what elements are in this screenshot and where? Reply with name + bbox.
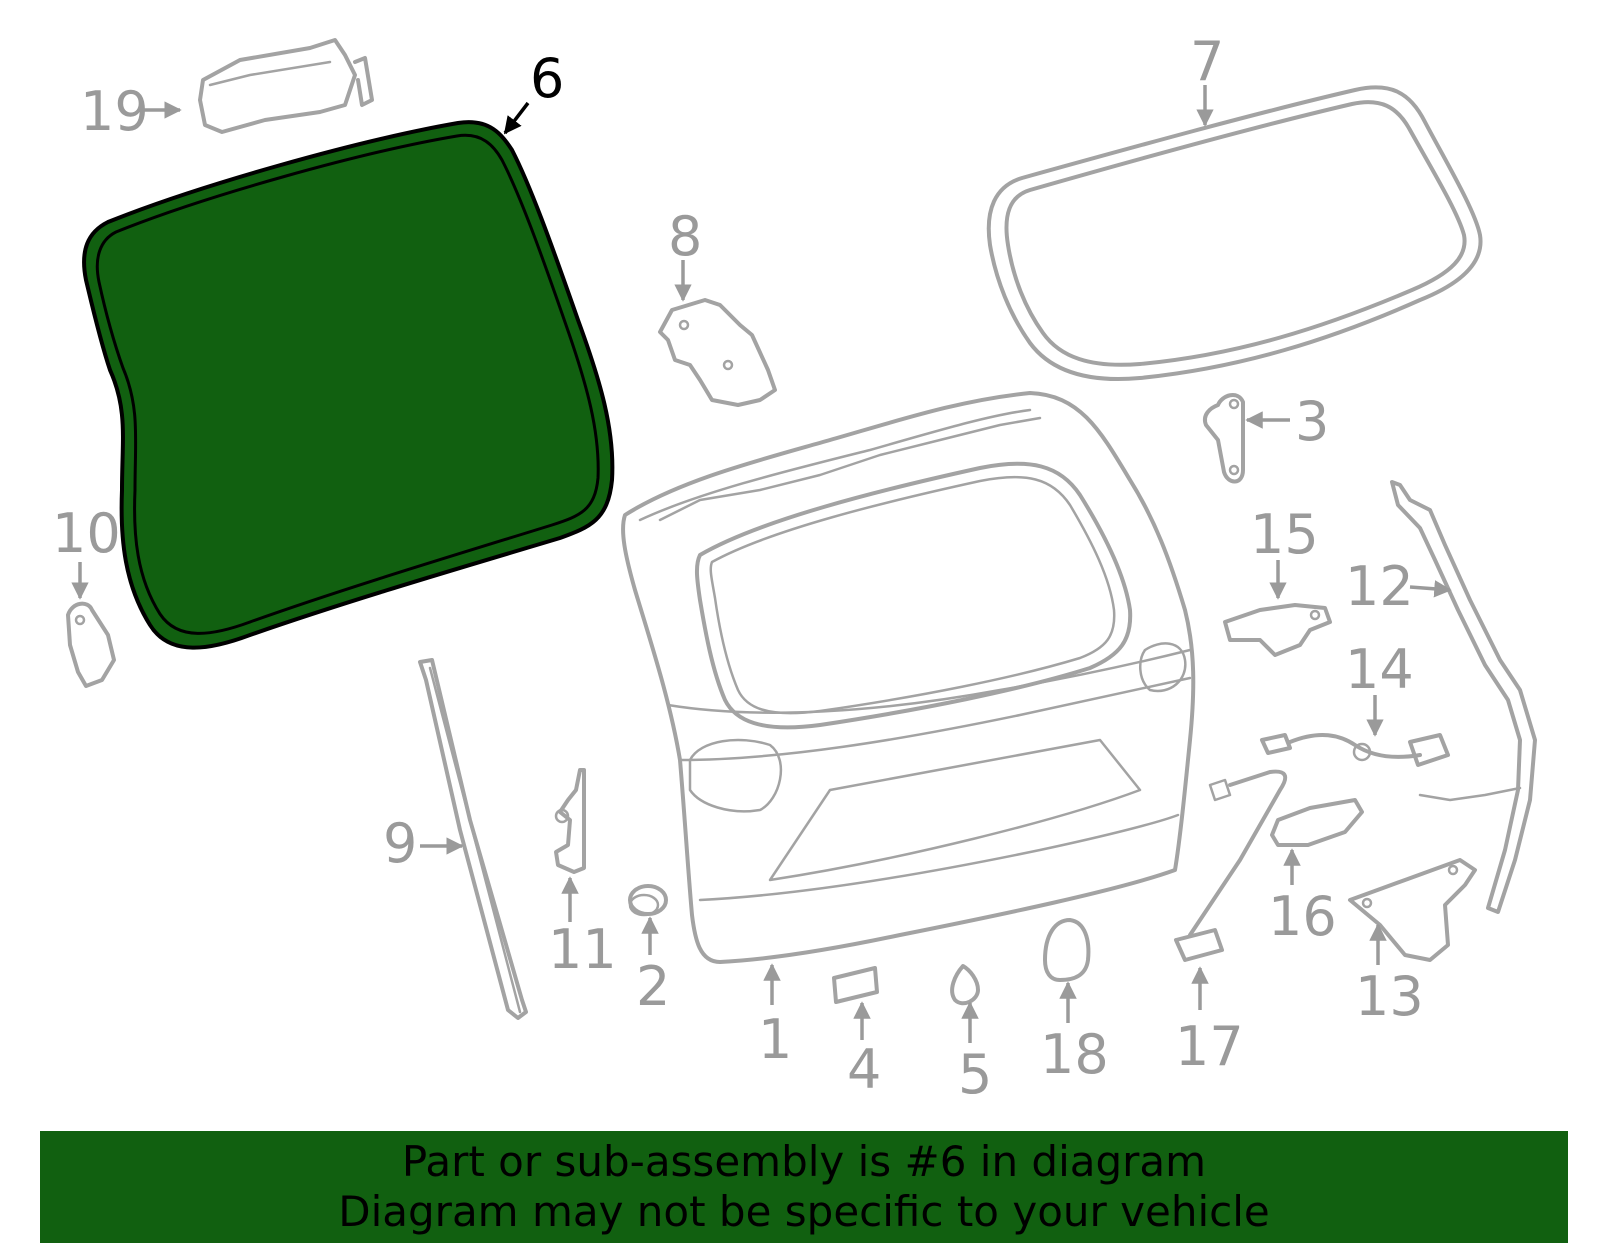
- part-2-bumper[interactable]: [628, 884, 668, 917]
- part-10-bracket[interactable]: [66, 601, 116, 688]
- part-17-switch[interactable]: [1174, 769, 1288, 962]
- svg-text:4: 4: [847, 1038, 881, 1101]
- svg-text:7: 7: [1190, 30, 1224, 93]
- callout-8[interactable]: 8: [668, 205, 702, 302]
- svg-text:17: 17: [1175, 1015, 1244, 1078]
- part-6-weatherstrip[interactable]: [82, 120, 615, 650]
- callout-1[interactable]: 1: [758, 963, 792, 1071]
- part-9-strut[interactable]: [418, 658, 528, 1020]
- info-banner: Part or sub-assembly is #6 in diagram Di…: [40, 1131, 1568, 1243]
- callout-12[interactable]: 12: [1345, 555, 1452, 618]
- callout-13[interactable]: 13: [1355, 923, 1424, 1028]
- svg-text:5: 5: [958, 1043, 992, 1106]
- part-5-clip[interactable]: [950, 964, 980, 1006]
- banner-line-1: Part or sub-assembly is #6 in diagram: [401, 1137, 1207, 1186]
- part-13-latch[interactable]: [1348, 858, 1477, 962]
- callout-3[interactable]: 3: [1245, 390, 1329, 453]
- svg-text:11: 11: [548, 918, 617, 981]
- callout-9[interactable]: 9: [383, 812, 464, 875]
- part-1-liftgate[interactable]: [621, 391, 1196, 964]
- part-19-module[interactable]: [198, 38, 374, 134]
- callout-4[interactable]: 4: [847, 1001, 881, 1101]
- svg-text:18: 18: [1040, 1023, 1109, 1086]
- svg-text:15: 15: [1250, 503, 1319, 566]
- part-18-bulb[interactable]: [1043, 918, 1091, 982]
- svg-text:6: 6: [530, 47, 564, 110]
- svg-text:2: 2: [636, 955, 670, 1018]
- callout-2[interactable]: 2: [636, 916, 670, 1018]
- svg-text:3: 3: [1295, 390, 1329, 453]
- callouts: 6 19 7 8 3 10 15 12: [52, 30, 1452, 1106]
- callout-19[interactable]: 19: [80, 80, 182, 143]
- svg-text:10: 10: [52, 502, 121, 565]
- callout-14[interactable]: 14: [1345, 638, 1414, 737]
- part-8-hinge[interactable]: [658, 298, 777, 407]
- banner-line-2: Diagram may not be specific to your vehi…: [338, 1187, 1270, 1236]
- svg-text:13: 13: [1355, 965, 1424, 1028]
- callout-10[interactable]: 10: [52, 502, 121, 600]
- callout-17[interactable]: 17: [1175, 966, 1244, 1078]
- svg-text:14: 14: [1345, 638, 1414, 701]
- svg-text:1: 1: [758, 1008, 792, 1071]
- callout-16[interactable]: 16: [1268, 848, 1337, 948]
- callout-5[interactable]: 5: [958, 1001, 992, 1106]
- callout-6[interactable]: 6: [503, 47, 564, 135]
- callout-15[interactable]: 15: [1250, 503, 1319, 600]
- callout-11[interactable]: 11: [548, 876, 617, 981]
- svg-text:16: 16: [1268, 885, 1337, 948]
- callout-7[interactable]: 7: [1190, 30, 1224, 127]
- part-14-harness[interactable]: [1260, 733, 1450, 767]
- part-3-bracket[interactable]: [1203, 393, 1245, 484]
- part-4-plate[interactable]: [832, 966, 879, 1004]
- svg-text:12: 12: [1345, 555, 1414, 618]
- svg-text:8: 8: [668, 205, 702, 268]
- callout-18[interactable]: 18: [1040, 981, 1109, 1086]
- part-16-latch[interactable]: [1270, 798, 1364, 847]
- part-11-bracket[interactable]: [554, 768, 586, 874]
- part-15-bracket[interactable]: [1223, 603, 1332, 657]
- svg-text:9: 9: [383, 812, 417, 875]
- svg-text:19: 19: [80, 80, 149, 143]
- part-7-glass[interactable]: [986, 85, 1483, 382]
